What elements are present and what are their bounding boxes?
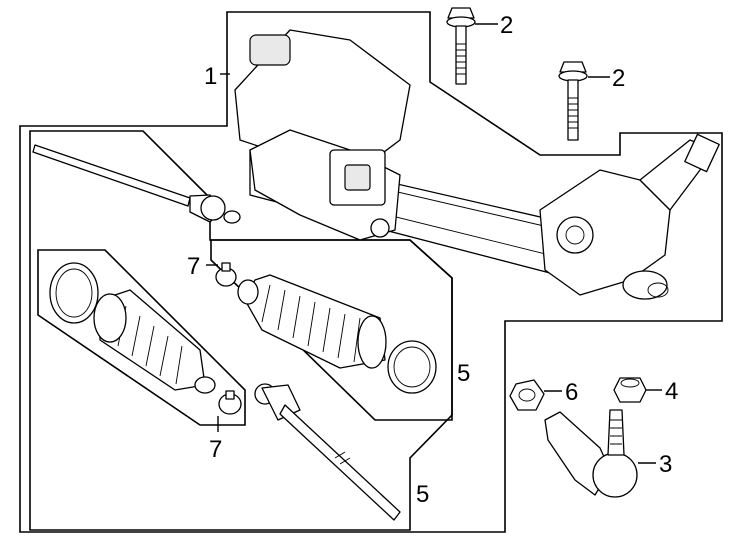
callout-tie-rod-nut: 4 [665, 378, 678, 405]
steering-gear-assembly [234, 29, 720, 300]
callout-bolt-upper: 2 [500, 12, 513, 39]
bellows-boot-right [237, 274, 387, 369]
callout-inner-tie-rod-kit: 5 [416, 481, 429, 508]
tie-rod-nut [613, 377, 647, 403]
callout-clamp-upper: 7 [187, 253, 200, 280]
callout-hex-nut: 6 [565, 379, 578, 406]
inner-tie-rod-lower [254, 383, 401, 521]
boot-kit-left-frame [37, 249, 246, 426]
bellows-boot-left [93, 289, 216, 394]
small-clamp-lower [218, 390, 242, 415]
mounting-bolt-lower [558, 61, 588, 141]
steering-gear-frame [19, 11, 723, 533]
mounting-bolt-upper [446, 7, 476, 85]
callout-boot-kit: 5 [457, 360, 470, 387]
boot-kit-right-frame [210, 239, 453, 421]
outer-tie-rod-end [544, 409, 638, 498]
inner-tie-rod-upper [32, 144, 241, 224]
clamp-ring-left [49, 262, 99, 324]
callout-clamp-lower: 7 [209, 436, 222, 463]
clamp-ring-right [387, 340, 437, 394]
callout-bolt-lower: 2 [612, 65, 625, 92]
small-clamp-upper [215, 262, 237, 287]
callout-steering-gear: 1 [204, 63, 217, 90]
hex-nut [509, 379, 545, 411]
callout-tie-rod-end: 3 [659, 451, 672, 478]
